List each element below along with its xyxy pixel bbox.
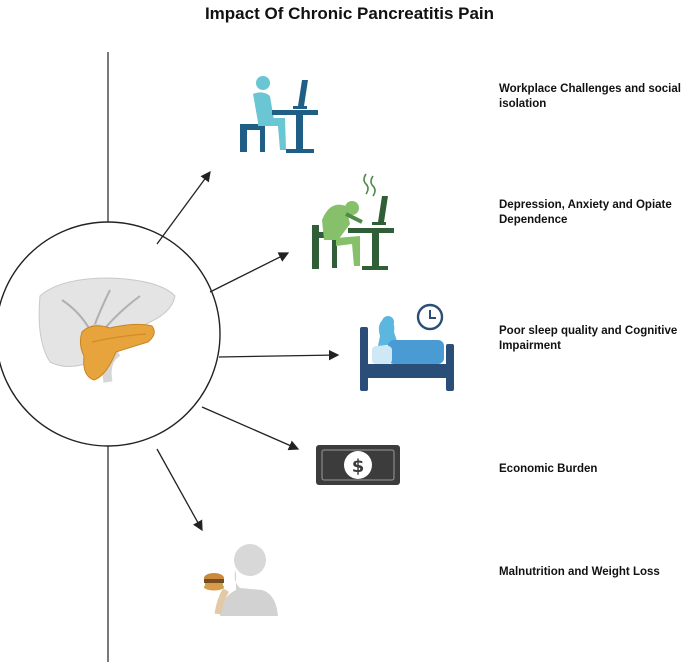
impact-label-workplace: Workplace Challenges and social isolatio… [499, 83, 681, 110]
impact-label-economic: Economic Burden [499, 463, 598, 475]
pancreas-liver-illustration-icon [38, 277, 176, 383]
arrow-to-workplace [156, 170, 211, 245]
impact-label-malnutrition: Malnutrition and Weight Loss [499, 566, 660, 578]
person-in-bed-clock-icon [360, 303, 454, 391]
person-eating-burger-icon [204, 544, 278, 616]
diagram-title: Impact Of Chronic Pancreatitis Pain [204, 4, 495, 23]
arrow-to-malnutrition [156, 448, 203, 532]
svg-text:$: $ [352, 456, 365, 477]
distressed-person-at-desk-icon [312, 173, 394, 270]
impact-label-sleep: Poor sleep quality and Cognitive Impairm… [499, 325, 678, 352]
arrow-to-depression [209, 252, 290, 293]
arrow-to-economic [201, 406, 300, 451]
dollar-bill-icon: $ [316, 445, 400, 485]
arrow-to-sleep [218, 349, 340, 361]
person-at-desk-icon [240, 76, 318, 153]
impact-label-depression: Depression, Anxiety and Opiate Dependenc… [499, 199, 672, 226]
